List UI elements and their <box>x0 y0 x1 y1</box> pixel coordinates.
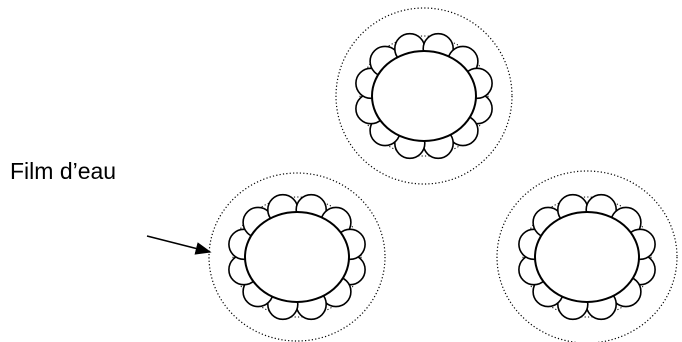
particle-top <box>335 7 513 185</box>
particle-shell <box>232 196 362 318</box>
particle-shell <box>359 35 489 157</box>
water-film-label: Film d’eau <box>10 158 117 184</box>
water-film-outer-ring <box>335 7 513 185</box>
water-film-outer-ring <box>208 172 386 342</box>
water-film-outer-ring <box>496 170 678 342</box>
particle-core <box>534 211 640 303</box>
particle-core <box>371 50 477 142</box>
particle-core <box>244 211 350 303</box>
particle-bottom-right <box>496 170 678 342</box>
annotation-arrow <box>146 235 212 255</box>
particle-bottom-left <box>208 172 386 342</box>
particle-shell <box>522 196 652 318</box>
